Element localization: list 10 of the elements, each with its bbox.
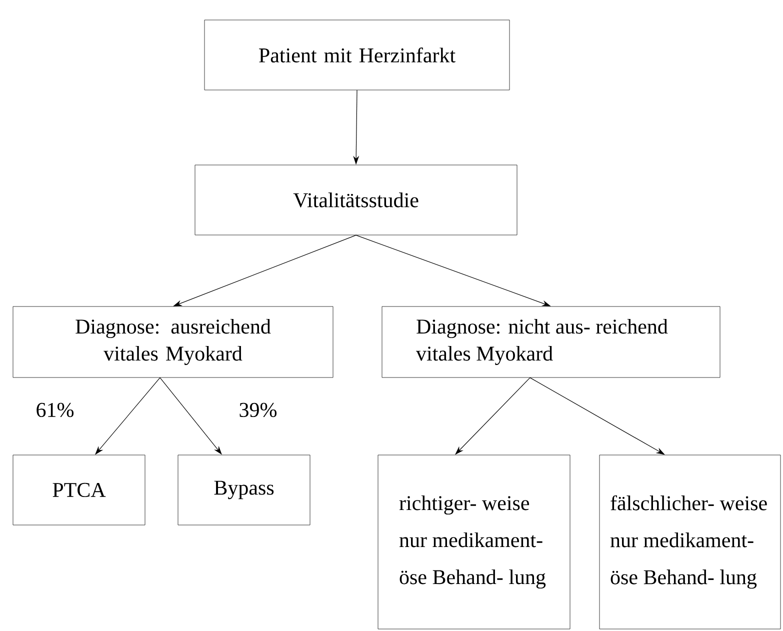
process-box: Diagnose: ausreichend vitales Myokard (12, 306, 334, 378)
process-box: PTCA (12, 454, 146, 526)
process-box: Patient mit Herzinfarkt (204, 20, 510, 90)
edge-label: 39% (238, 402, 278, 418)
process-box: Diagnose: nicht aus- reichend vitales Myokard (382, 306, 720, 378)
process-box: fälschlicher- weise nur medikament- öse Behand- lung (599, 454, 781, 630)
process-box: richtiger- weise nur medikament- öse Behand- lung (378, 454, 570, 630)
process-box: Vitalitätsstudie (194, 164, 518, 236)
edge-label: 61% (34, 402, 76, 418)
process-box: Bypass (178, 454, 310, 526)
